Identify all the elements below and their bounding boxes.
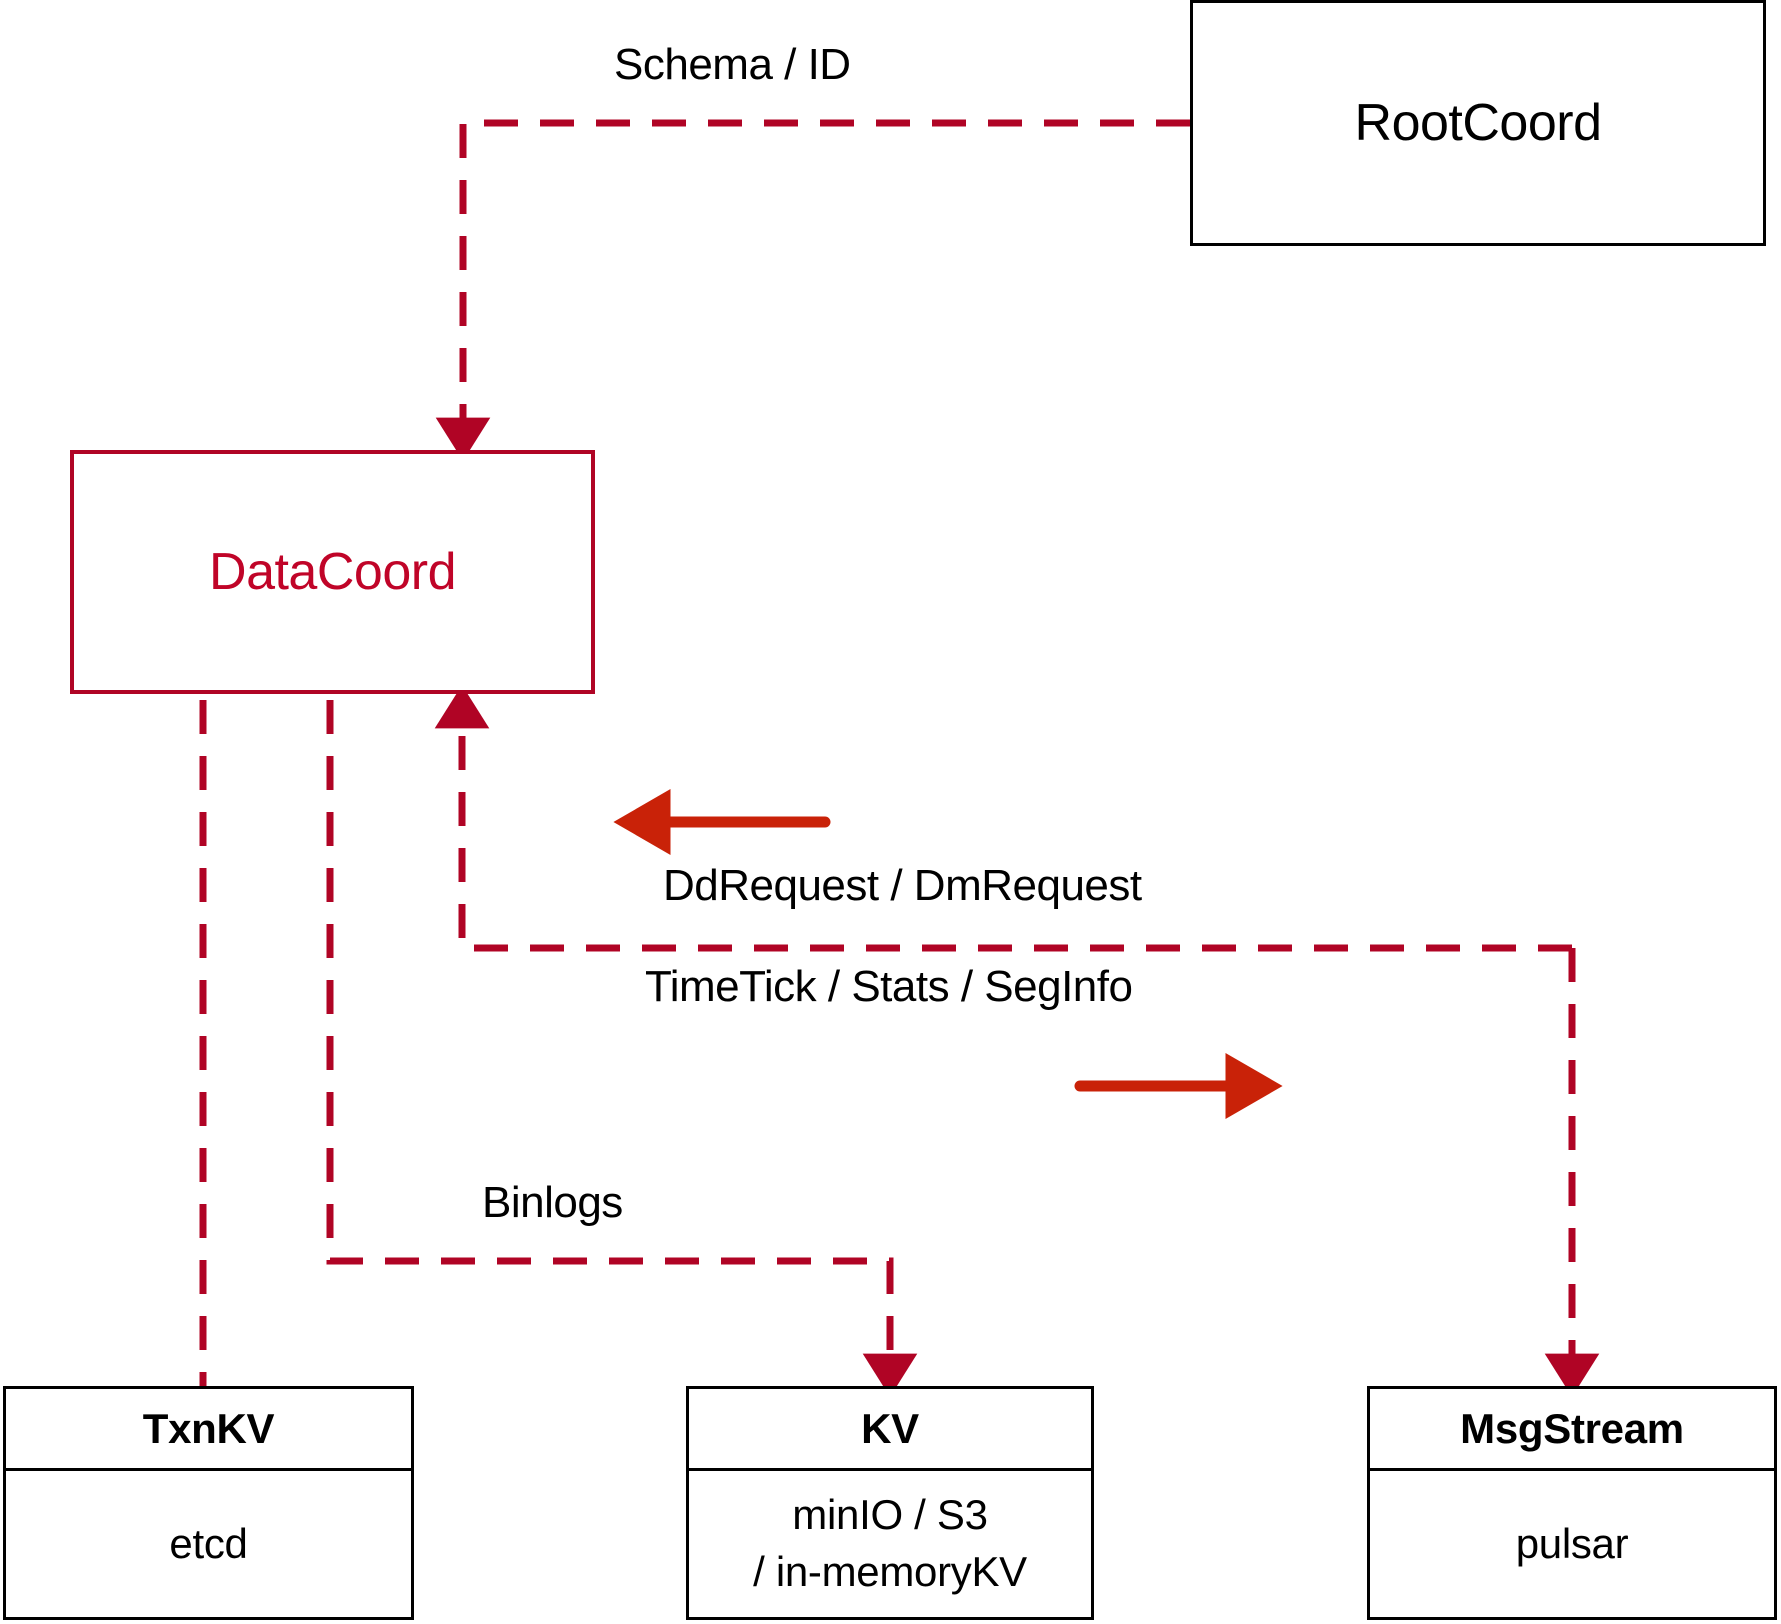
node-txnkv-body: etcd — [6, 1471, 411, 1617]
node-txnkv-sub-line-1: etcd — [169, 1519, 248, 1567]
node-kv-body: minIO / S3 / in-memoryKV — [689, 1471, 1091, 1617]
node-kv-sub-line-1: minIO / S3 — [792, 1491, 988, 1539]
edge-label-schema-id: Schema / ID — [614, 40, 851, 89]
edge-rootcoord-to-datacoord — [435, 119, 1190, 461]
node-rootcoord[interactable]: RootCoord — [1190, 0, 1766, 246]
node-txnkv[interactable]: TxnKV etcd — [3, 1386, 414, 1620]
edge-label-timetick-stats-seginfo: TimeTick / Stats / SegInfo — [645, 962, 1133, 1011]
edge-datacoord-to-kv — [326, 700, 918, 1397]
node-msgstream[interactable]: MsgStream pulsar — [1367, 1386, 1777, 1620]
node-datacoord[interactable]: DataCoord — [70, 450, 595, 694]
node-msgstream-title: MsgStream — [1370, 1389, 1774, 1471]
node-datacoord-label: DataCoord — [209, 543, 456, 601]
edge-label-dd-dm-request: DdRequest / DmRequest — [663, 861, 1142, 910]
node-txnkv-title: TxnKV — [6, 1389, 411, 1471]
node-kv[interactable]: KV minIO / S3 / in-memoryKV — [686, 1386, 1094, 1620]
node-kv-sub-line-2: / in-memoryKV — [753, 1548, 1027, 1595]
node-kv-title: KV — [689, 1389, 1091, 1471]
edge-label-binlogs: Binlogs — [482, 1178, 623, 1227]
edge-msgstream-to-datacoord — [434, 685, 1572, 952]
node-rootcoord-label: RootCoord — [1354, 94, 1602, 152]
node-msgstream-sub-line-1: pulsar — [1515, 1519, 1629, 1567]
node-msgstream-body: pulsar — [1370, 1471, 1774, 1617]
